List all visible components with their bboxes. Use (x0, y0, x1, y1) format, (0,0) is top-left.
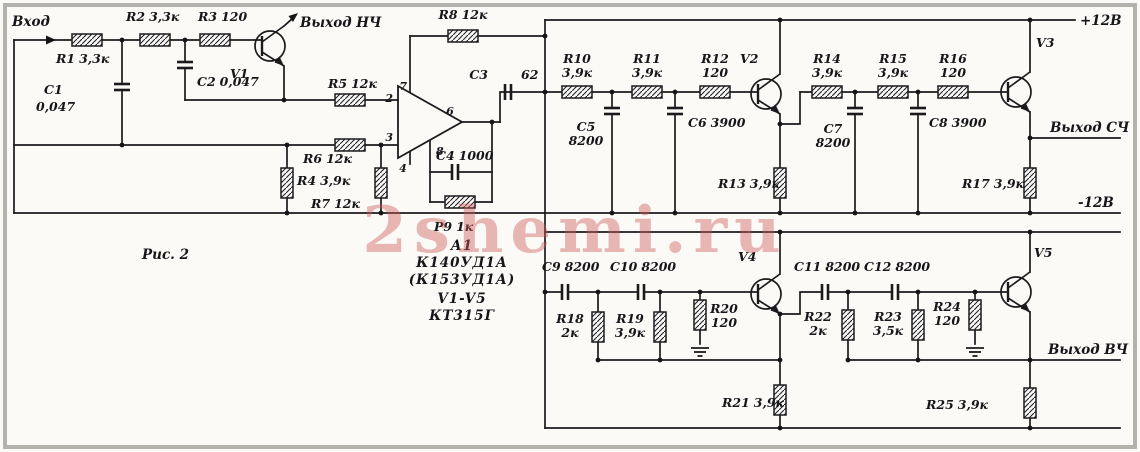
label-v1: V1 (230, 66, 248, 81)
resistor-r8-symbol (447, 29, 479, 43)
watermark: 2shemi.ru (362, 193, 787, 268)
ic-transistor-type: КТ315Г (428, 308, 496, 324)
resistor-r23-symbol (911, 309, 925, 341)
label-c3-val: 62 (521, 67, 539, 82)
figure-caption: Рис. 2 (141, 247, 189, 263)
opamp-pin-2: 2 (384, 92, 393, 105)
resistor-r4-symbol (280, 167, 294, 199)
resistor-r10-symbol (561, 85, 593, 99)
resistor-r19-symbol (653, 311, 667, 343)
ic-annotation: А1 К140УД1А (К153УД1А) V1-V5 КТ315Г (409, 238, 516, 324)
opamp-pin-3: 3 (385, 131, 393, 144)
resistor-r16-symbol (937, 85, 969, 99)
resistor-r11-symbol (631, 85, 663, 99)
resistor-r2-symbol (139, 33, 171, 47)
resistor-r5-symbol (334, 93, 366, 107)
opamp-pin-8: 8 (436, 145, 444, 158)
rail-pos-label: +12В (1080, 13, 1122, 29)
resistor-r1-symbol (71, 33, 103, 47)
input-arrow-icon (46, 35, 56, 45)
port-input-label: Вход (11, 14, 50, 30)
label-v4: V4 (738, 249, 756, 264)
label-v3: V3 (1036, 35, 1055, 50)
junction-dots (119, 17, 1033, 431)
resistor-r22-symbol (841, 309, 855, 341)
rail-neg-label: -12В (1078, 195, 1114, 211)
resistor-r3-symbol (199, 33, 231, 47)
opamp-a1-symbol (397, 84, 464, 160)
ic-transistor-refs: V1-V5 (437, 291, 486, 307)
output-lf-arrow-icon (288, 13, 298, 22)
label-v2: V2 (740, 51, 759, 66)
opamp-pin-4: 4 (399, 162, 407, 175)
label-v5: V5 (1034, 245, 1052, 260)
resistor-r15-symbol (877, 85, 909, 99)
page-frame (3, 3, 1137, 449)
resistor-r12-symbol (699, 85, 731, 99)
label-c3-ref: С3 (469, 67, 488, 82)
resistor-r25-symbol (1023, 387, 1037, 419)
resistor-r6-symbol (334, 138, 366, 152)
resistor-r18-symbol (591, 311, 605, 343)
port-output-mf-label: Выход СЧ (1049, 120, 1130, 136)
opamp-pin-6: 6 (446, 105, 454, 118)
ic-ref: А1 (450, 238, 473, 254)
ic-type-alt: (К153УД1А) (409, 272, 516, 288)
resistor-r14-symbol (811, 85, 843, 99)
resistor-r20-symbol (693, 299, 707, 331)
port-output-hf-label: Выход ВЧ (1047, 342, 1129, 358)
ic-type: К140УД1А (415, 255, 508, 271)
resistor-r24-symbol (968, 299, 982, 331)
port-output-lf-label: Выход НЧ (299, 15, 382, 31)
opamp-pin-7: 7 (399, 80, 407, 93)
resistor-r17-symbol (1023, 167, 1037, 199)
